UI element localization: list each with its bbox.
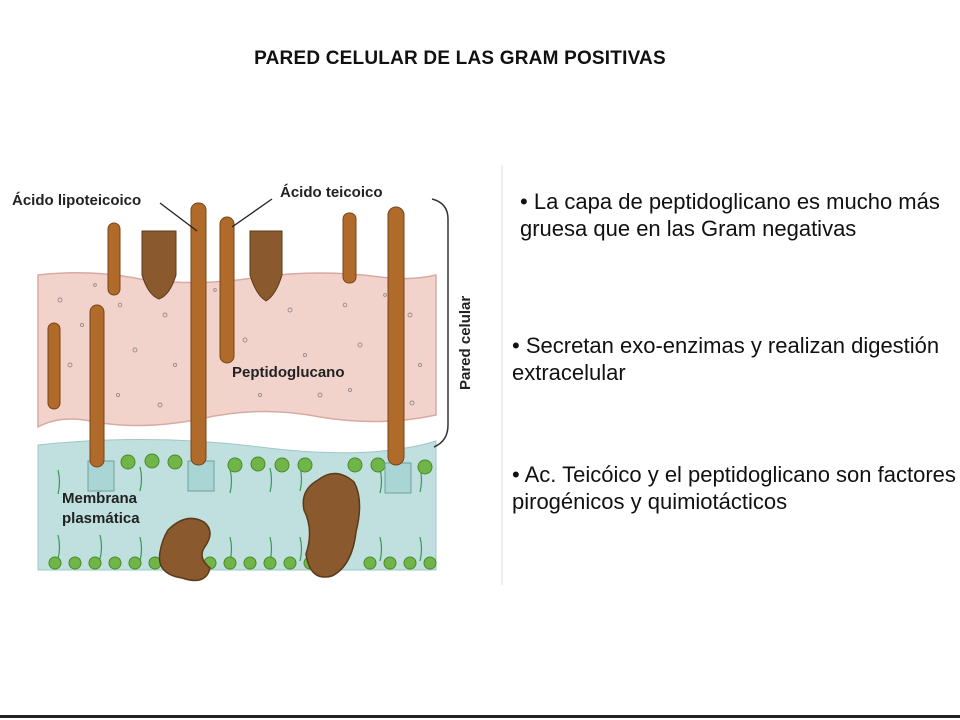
bottom-rule — [0, 715, 960, 718]
bullet-marker: • — [512, 333, 526, 358]
membrane-protein-left — [158, 517, 211, 582]
bullet-exoenzymes: • Secretan exo-enzimas y realizan digest… — [512, 332, 952, 386]
label-lipoteichoic-acid: Ácido lipoteicoico — [12, 192, 141, 209]
cell-wall-bracket — [431, 198, 449, 448]
teichoic-acid-rods — [47, 212, 357, 410]
bullet-pyrogenic-factors: • Ac. Teicóico y el peptidoglicano son f… — [512, 461, 957, 515]
lipoteichoic-acid-rods — [89, 202, 405, 468]
membrane-protein-right — [302, 472, 361, 578]
label-peptidoglycan: Peptidoglucano — [232, 364, 345, 381]
bullet-text: La capa de peptidoglicano es mucho más g… — [520, 189, 940, 241]
label-cell-wall: Pared celular — [457, 296, 474, 390]
bullet-text: Secretan exo-enzimas y realizan digestió… — [512, 333, 940, 385]
gram-positive-cell-wall-diagram: Ácido lipoteicoico Ácido teicoico Pared … — [12, 184, 474, 582]
peptidoglycan-blocks — [141, 230, 283, 302]
label-pointers — [159, 198, 273, 232]
bullet-marker: • — [520, 189, 534, 214]
slide-title: PARED CELULAR DE LAS GRAM POSITIVAS — [254, 48, 666, 69]
divider-line — [501, 165, 503, 585]
label-membrane-line2: plasmática — [62, 510, 140, 527]
label-teichoic-acid: Ácido teicoico — [280, 184, 383, 201]
bullet-peptidoglycan-thickness: • La capa de peptidoglicano es mucho más… — [520, 188, 955, 242]
bullet-text: Ac. Teicóico y el peptidoglicano son fac… — [512, 462, 956, 514]
lipid-heads-top — [120, 453, 433, 475]
bullet-marker: • — [512, 462, 525, 487]
label-membrane-line1: Membrana — [62, 490, 138, 507]
